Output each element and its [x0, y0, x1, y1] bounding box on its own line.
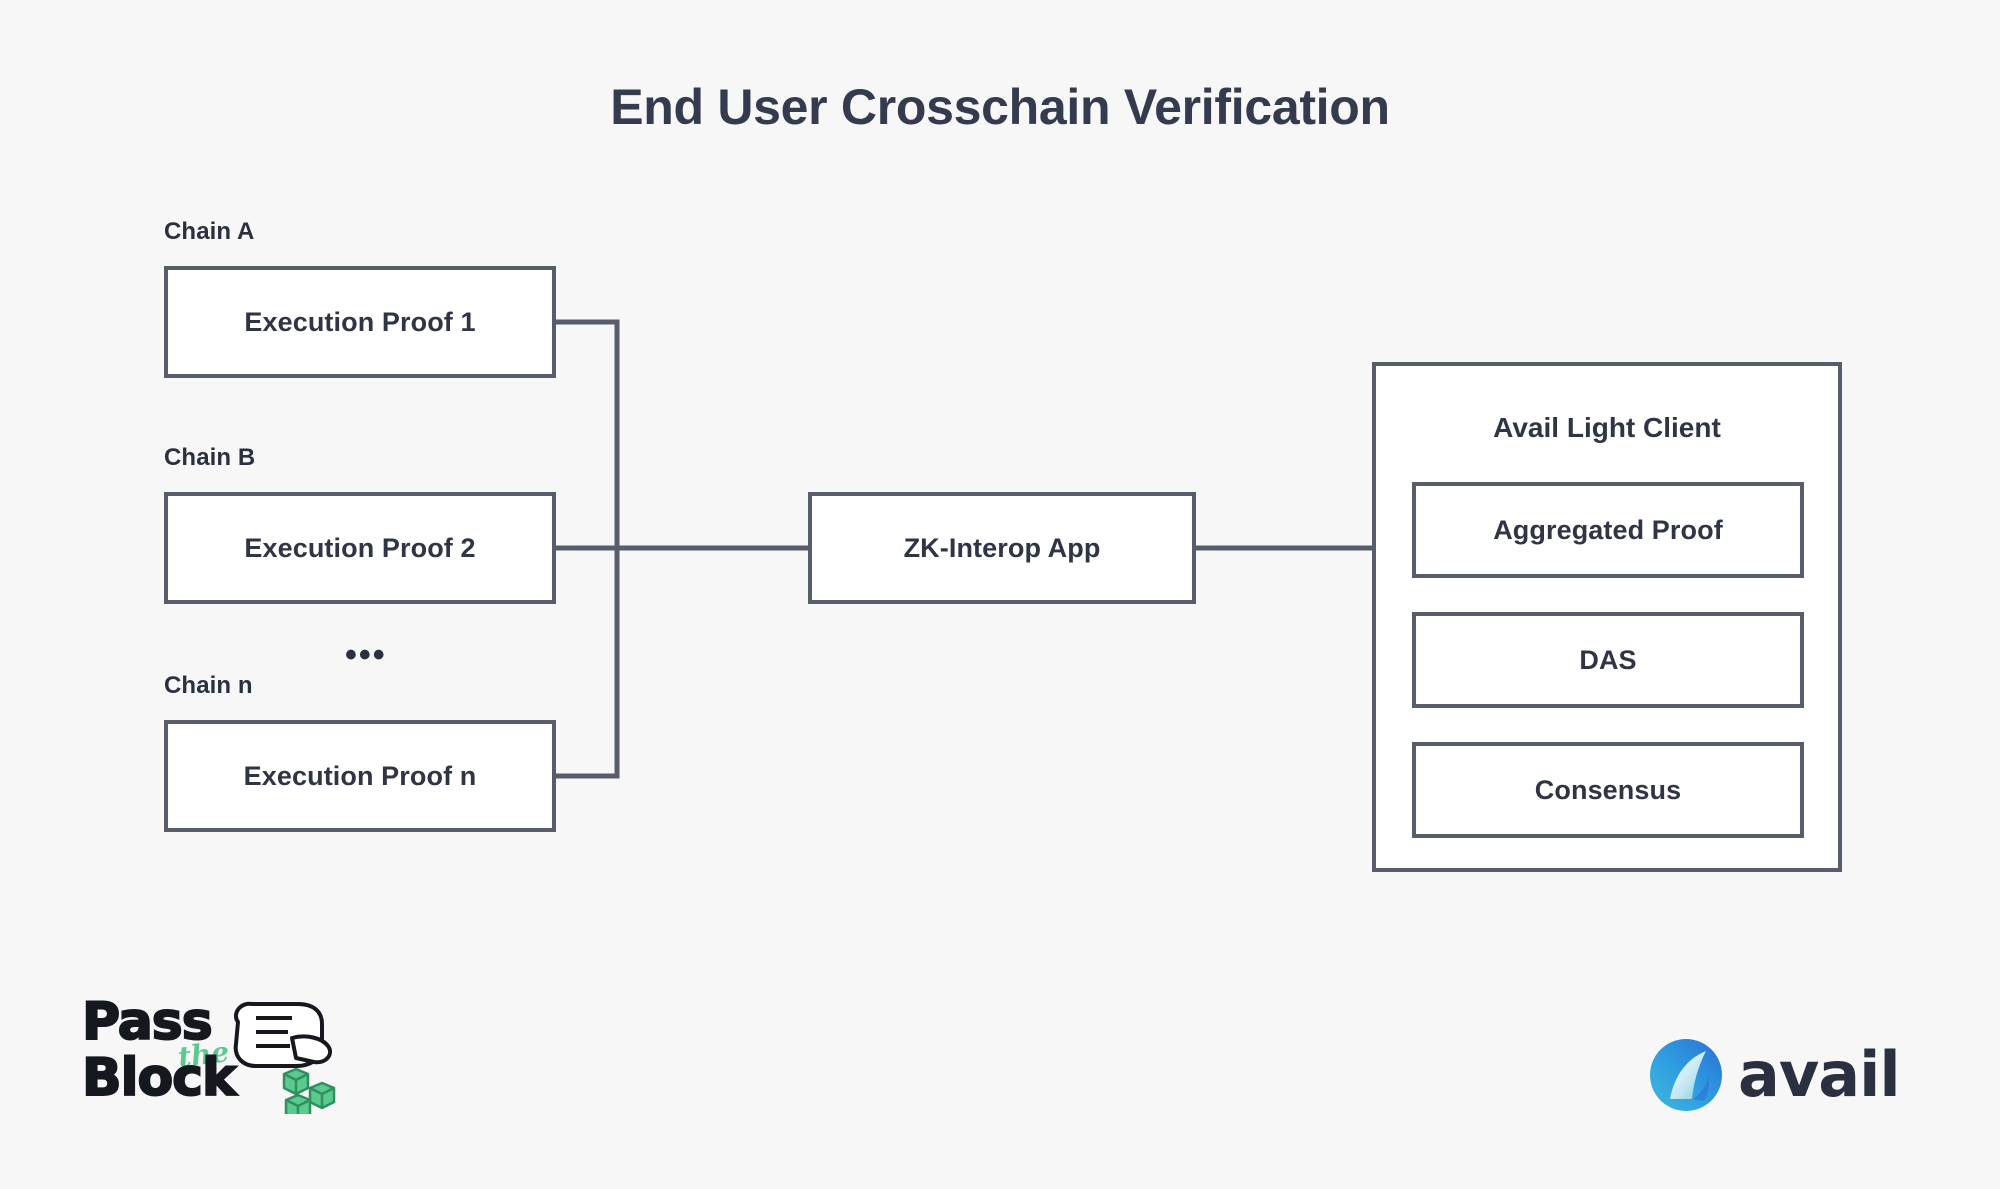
node-label: Aggregated Proof: [1493, 514, 1723, 545]
avail-wordmark: avail: [1738, 1038, 1901, 1111]
node-das[interactable]: DAS: [1412, 612, 1804, 708]
connector-proof1: [553, 319, 620, 551]
cube-icon: [284, 1093, 312, 1114]
connector-proofn: [553, 545, 620, 779]
ptb-word-block: Block: [81, 1047, 238, 1109]
cube-icon: [308, 1081, 336, 1110]
node-execution-proof-n[interactable]: Execution Proof n: [164, 720, 556, 832]
node-aggregated-proof[interactable]: Aggregated Proof: [1412, 482, 1804, 578]
node-consensus[interactable]: Consensus: [1412, 742, 1804, 838]
node-zk-interop-app[interactable]: ZK-Interop App: [808, 492, 1196, 604]
node-label: Execution Proof n: [243, 760, 477, 791]
page-title: End User Crosschain Verification: [610, 79, 1390, 135]
avail-logo: avail: [1648, 1036, 1948, 1114]
node-execution-proof-1[interactable]: Execution Proof 1: [164, 266, 556, 378]
panel-title-avail-light-client: Avail Light Client: [1493, 412, 1721, 443]
chain-label-b: Chain B: [164, 444, 256, 471]
cube-icon: [282, 1067, 310, 1096]
chain-label-n: Chain n: [164, 672, 253, 699]
fist-hand-icon: [233, 1001, 336, 1114]
chain-label-a: Chain A: [164, 218, 255, 245]
ellipsis-indicator: •••: [345, 636, 387, 674]
node-label: Execution Proof 1: [244, 306, 476, 337]
ptb-word-pass: Pass: [81, 991, 214, 1053]
node-label: Consensus: [1534, 774, 1682, 805]
node-label: ZK-Interop App: [903, 532, 1101, 563]
node-label: Execution Proof 2: [244, 532, 476, 563]
node-label: DAS: [1579, 644, 1637, 675]
pass-the-block-logo: Pass the Block: [81, 990, 336, 1125]
node-execution-proof-2[interactable]: Execution Proof 2: [164, 492, 556, 604]
avail-mark-icon: [1650, 1039, 1722, 1111]
